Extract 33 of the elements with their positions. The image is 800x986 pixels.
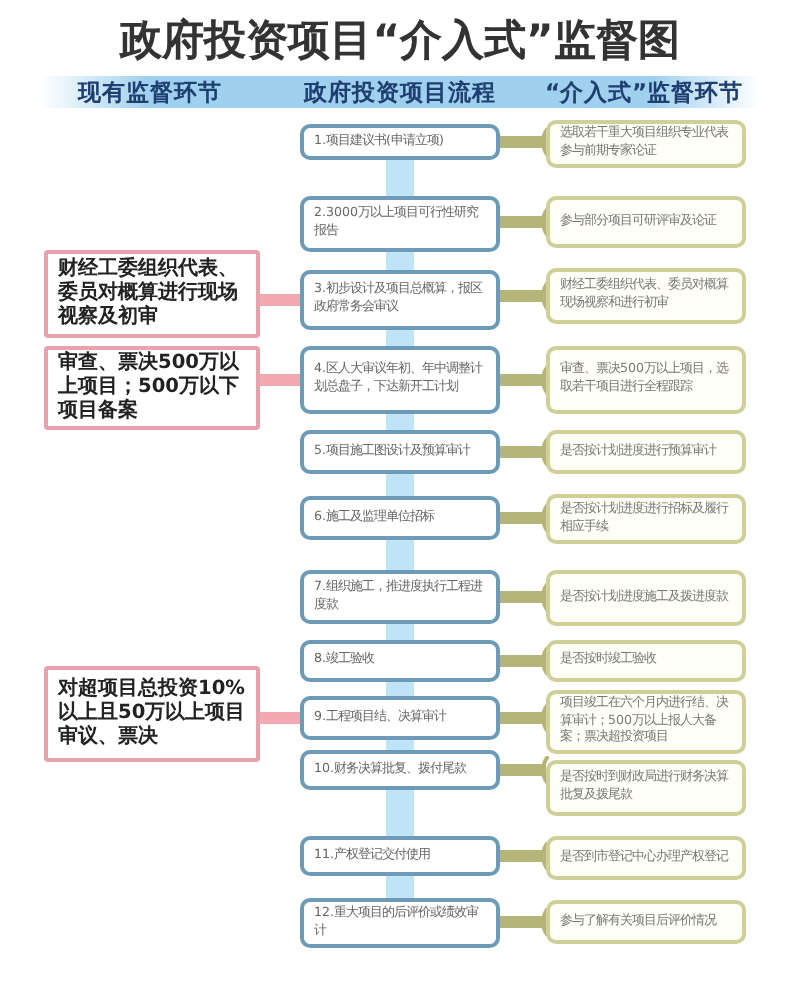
connector: [500, 754, 550, 786]
connector: [500, 436, 550, 468]
flow-connector: [386, 252, 414, 270]
connector: [500, 702, 550, 734]
flow-connector: [386, 624, 414, 640]
flow-connector: [386, 790, 414, 836]
flow-connector: [386, 474, 414, 496]
existing-supervision-box: 对超项目总投资10%以上且50万以上项目审议、票决: [44, 666, 260, 762]
title: 政府投资项目“介入式”监督图: [117, 14, 682, 68]
connector: [500, 645, 550, 677]
flow-connector: [386, 682, 414, 696]
connector: [260, 374, 300, 386]
connector: [500, 502, 550, 534]
existing-supervision-box: 财经工委组织代表、委员对概算进行现场视察及初审: [44, 250, 260, 338]
connector: [500, 364, 550, 396]
flow-connector: [386, 540, 414, 570]
connector: [500, 906, 550, 938]
connector: [500, 126, 550, 158]
connector: [500, 206, 550, 238]
flow-connector: [386, 414, 414, 430]
connector: [500, 280, 550, 312]
flow-connector: [386, 160, 414, 196]
flow-connector: [386, 740, 414, 750]
existing-supervision-box: 审查、票决500万以上项目；500万以下项目备案: [44, 346, 260, 430]
flow-connector: [386, 876, 414, 898]
column-header: 现有监督环节: [75, 78, 224, 108]
column-header: 政府投资项目流程: [301, 78, 498, 108]
flow-connector: [386, 330, 414, 346]
connector: [500, 840, 550, 872]
connector: [260, 294, 300, 306]
column-header: “介入式”监督环节: [542, 78, 746, 108]
connector: [500, 581, 550, 613]
connector: [260, 712, 300, 724]
